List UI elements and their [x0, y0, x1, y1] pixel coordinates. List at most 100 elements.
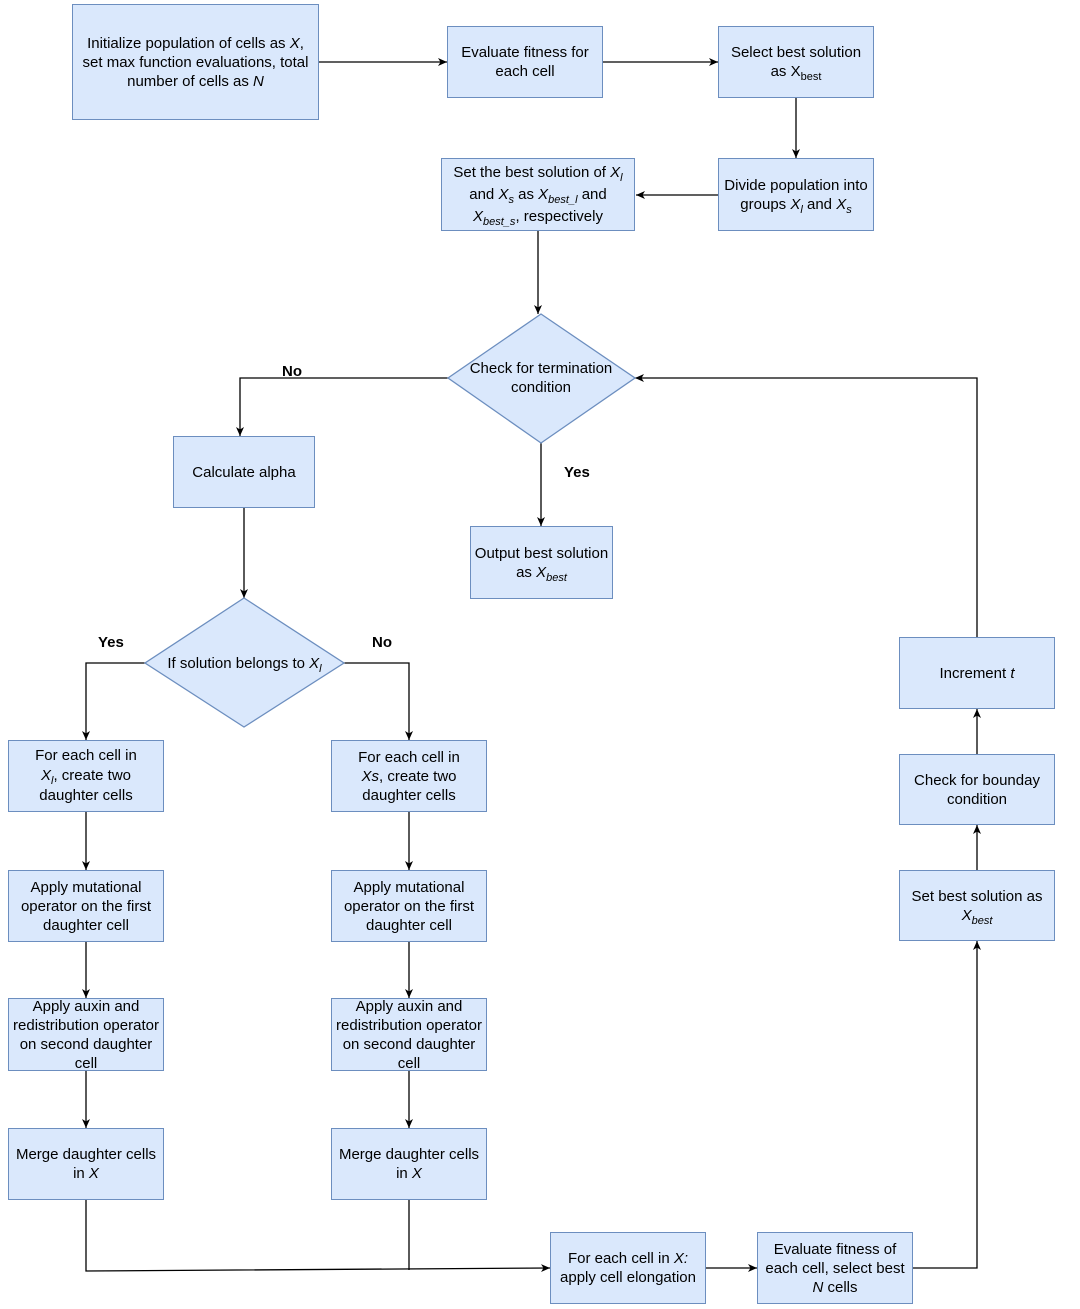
belongs-line: If solution belongs to	[167, 654, 310, 672]
elongation-box: For each cell in X: apply cell elongatio…	[550, 1232, 706, 1304]
set-best-solution-box: Set best solution as Xbest	[899, 870, 1055, 941]
arrow-increment-to-check	[635, 374, 978, 637]
select-sub: best	[800, 71, 822, 83]
raux-line1: Apply auxin and	[355, 997, 463, 1015]
no-label-termination: No	[282, 363, 302, 380]
divide-xl: X	[790, 195, 801, 213]
reach-line1: For each cell in	[358, 748, 460, 766]
evalsel-line3: cells	[823, 1278, 858, 1296]
boundary-line1: Check for bounday	[914, 771, 1040, 789]
setbest-xbs-sub: best_s	[483, 215, 516, 228]
arrow-belongs-to-left	[82, 662, 145, 740]
setbest-and1: and	[469, 185, 499, 203]
raux-line2: redistribution operator	[336, 1016, 482, 1034]
init-comma: ,	[299, 34, 304, 52]
output-box: Output best solution as Xbest	[470, 526, 613, 599]
leach-line3: daughter cells	[39, 787, 133, 804]
setbest-xbl-sub: best_l	[548, 193, 578, 206]
increment-box: Increment t	[899, 637, 1055, 709]
output-sub: best	[546, 571, 567, 584]
rmut-line1: Apply mutational	[353, 878, 465, 896]
rmut-line3: daughter cell	[366, 916, 452, 934]
alpha-text: Calculate alpha	[192, 463, 296, 481]
setbest-xl: X	[610, 163, 621, 181]
init-line1: Initialize population of cells as	[87, 34, 290, 52]
setbest2-sub: best	[971, 914, 993, 927]
init-n: N	[253, 72, 264, 90]
setbest-xs-sub: s	[508, 193, 514, 206]
right-auxin-box: Apply auxin and redistribution operator …	[331, 997, 487, 1072]
init-x: X	[289, 34, 300, 52]
rmerge-line1: Merge daughter cells	[338, 1146, 480, 1163]
raux-line3: on second daughter	[342, 1035, 476, 1053]
lmerge-line1: Merge daughter cells	[15, 1146, 157, 1163]
rmerge-line2: in	[396, 1165, 412, 1182]
select-box: Select best solution as Xbest	[718, 26, 874, 98]
lmut-line3: daughter cell	[43, 916, 129, 934]
elong-line1: For each cell in	[567, 1250, 674, 1267]
divide-xs: X	[836, 195, 847, 213]
rmerge-x: X	[411, 1165, 422, 1182]
arrow-check-to-alpha	[236, 377, 448, 436]
right-mutation-box: Apply mutational operator on the first d…	[331, 870, 487, 942]
rmut-line2: operator on the first	[343, 897, 475, 915]
laux-line3: on second daughter	[19, 1035, 153, 1053]
select-line1: Select best solution	[730, 44, 862, 61]
setbest2-line1: Set best solution as	[911, 887, 1043, 905]
init-line2: set max function evaluations, total	[82, 53, 309, 71]
alpha-box: Calculate alpha	[173, 436, 315, 508]
divide-line2: groups	[740, 195, 791, 213]
leach-line2: , create two	[53, 767, 131, 784]
lmerge-x: X	[88, 1165, 99, 1182]
divide-line1: Divide population into	[724, 176, 868, 194]
eval-select-box: Evaluate fitness of each cell, select be…	[757, 1232, 913, 1304]
right-foreach-box: For each cell in Xs, create two daughter…	[331, 740, 487, 812]
reach-line2: , create two	[378, 767, 457, 785]
divide-xl-sub: l	[800, 203, 803, 216]
setbest-xbs: X	[473, 207, 484, 225]
elong-line2: apply cell elongation	[560, 1269, 696, 1286]
divide-box: Divide population into groups Xl and Xs	[718, 158, 874, 231]
laux-line4: cell	[74, 1054, 98, 1072]
setbest-xbl: X	[538, 185, 549, 203]
setbest-and2: and	[577, 185, 607, 203]
leach-line1: For each cell in	[35, 747, 137, 764]
arrow-lmerge-to-elong	[85, 1200, 551, 1273]
output-line1: Output best solution	[474, 544, 609, 562]
boundary-box: Check for bounday condition	[899, 754, 1055, 825]
setbest-resp: , respectively	[515, 207, 603, 225]
yes-label-belongs: Yes	[98, 634, 124, 651]
eval-line1: Evaluate fitness for	[461, 44, 589, 61]
no-label-belongs: No	[372, 634, 392, 651]
lmut-line1: Apply mutational	[30, 878, 142, 896]
setbest-xl-sub: l	[620, 171, 623, 184]
arrow-belongs-to-right	[344, 662, 413, 740]
termination-diamond	[446, 313, 637, 444]
lmut-line2: operator on the first	[20, 897, 152, 915]
output-line2: as	[516, 563, 537, 581]
check-line1: Check for termination	[469, 360, 613, 377]
leach-sub: l	[51, 775, 54, 787]
reach-line3: daughter cells	[362, 786, 456, 804]
setbest-xs: X	[498, 185, 509, 203]
init-line3: number of cells as	[127, 72, 254, 90]
eval-line2: each cell	[495, 63, 555, 80]
evalsel-line1: Evaluate fitness of	[773, 1240, 897, 1258]
elong-x: X:	[673, 1250, 689, 1267]
setbest-as: as	[513, 185, 539, 203]
belongs-text: If solution belongs to Xl	[145, 650, 344, 676]
check-line2: condition	[510, 379, 572, 396]
belongs-x: X	[309, 654, 320, 672]
output-x: X	[536, 563, 547, 581]
setbest2-x: X	[961, 906, 972, 924]
eval-box: Evaluate fitness for each cell	[447, 26, 603, 98]
laux-line1: Apply auxin and	[32, 997, 140, 1015]
belongs-sub: l	[319, 662, 322, 675]
evalsel-line2: each cell, select best	[765, 1259, 905, 1277]
yes-label-termination: Yes	[564, 464, 590, 481]
arrow-evalsel-to-setbest2	[913, 941, 981, 1269]
setbest-box: Set the best solution of Xl and Xs as Xb…	[441, 158, 635, 231]
left-auxin-box: Apply auxin and redistribution operator …	[8, 997, 164, 1072]
check-text: Check for termination condition	[458, 350, 624, 406]
